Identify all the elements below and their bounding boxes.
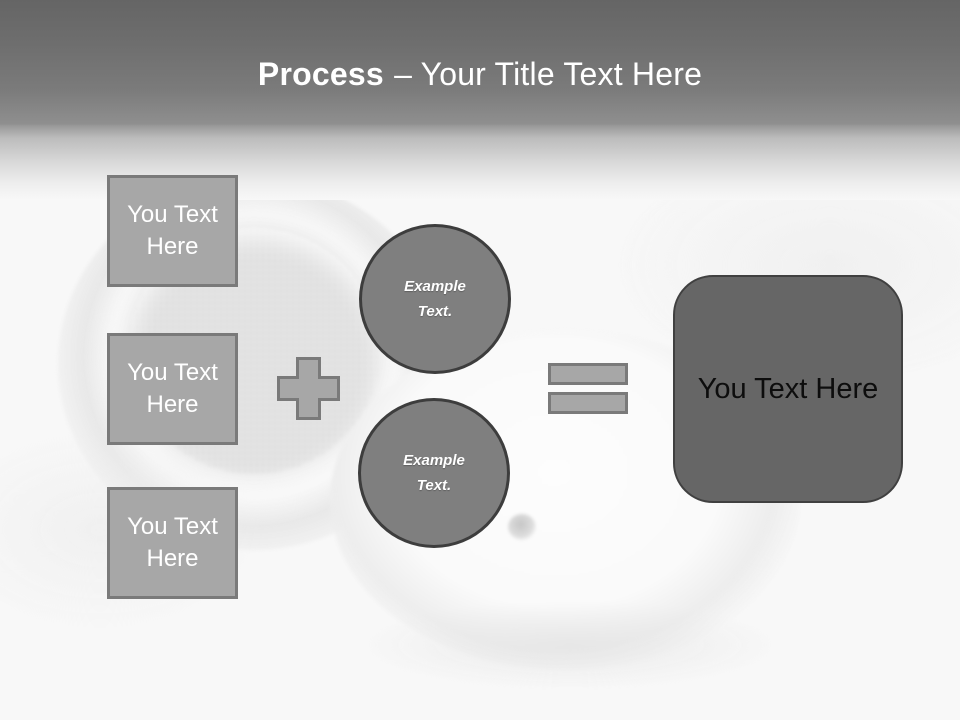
page-title: Process – Your Title Text Here (0, 56, 960, 93)
process-box-3: You Text Here (107, 487, 238, 599)
process-box-1: You Text Here (107, 175, 238, 287)
title-bold-text: Process (257, 56, 384, 92)
result-box: You Text Here (673, 275, 903, 503)
example-circle-2: Example Text. (358, 398, 510, 548)
plus-icon (277, 357, 340, 420)
example-circle-label: Example Text. (404, 277, 466, 321)
title-rest-text: – Your Title Text Here (394, 56, 703, 92)
process-box-label: You Text Here (127, 359, 218, 418)
process-box-label: You Text Here (127, 201, 218, 260)
result-box-label: You Text Here (697, 372, 879, 405)
header-band (0, 0, 960, 200)
example-circle-1: Example Text. (359, 224, 511, 374)
process-box-label: You Text Here (127, 513, 218, 572)
equals-bar-bottom (548, 392, 628, 414)
earbud-shadow-shape (360, 600, 780, 690)
earbud-hole-shape (508, 514, 536, 540)
equals-bar-top (548, 363, 628, 385)
process-box-2: You Text Here (107, 333, 238, 445)
equals-icon (548, 363, 628, 414)
example-circle-label: Example Text. (403, 451, 465, 495)
